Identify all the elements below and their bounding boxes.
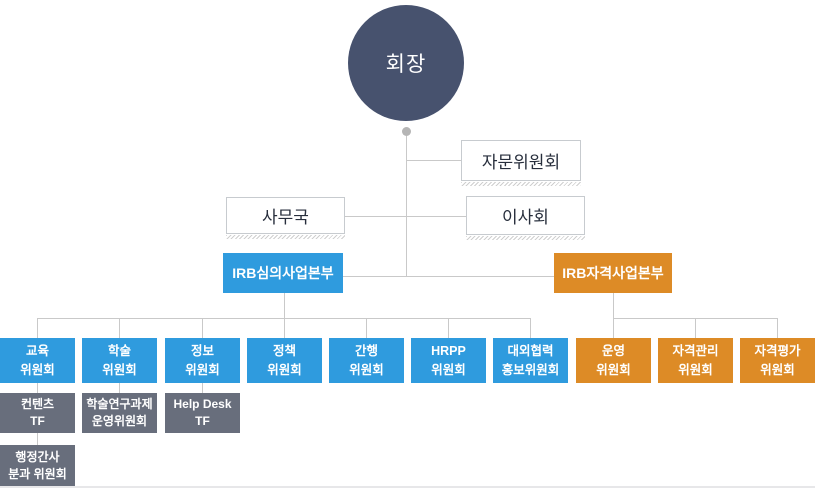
connector-stub xyxy=(284,318,285,338)
committee-label: 위원회 xyxy=(20,362,55,377)
committee-label: 위원회 xyxy=(349,362,384,377)
node-advisory-committee: 자문위원회 xyxy=(461,140,581,181)
committee-label: 간행 xyxy=(354,344,378,359)
node-irb-qualification-division: IRB자격사업본부 xyxy=(554,253,672,293)
connector-tf-stub xyxy=(37,383,38,393)
box-shadow-hatch xyxy=(461,182,581,186)
connector-advisory xyxy=(406,160,461,161)
connector-tf-stub xyxy=(202,383,203,393)
node-irb-review-division: IRB심의사업본부 xyxy=(223,253,343,293)
node-committee-academic: 학술 위원회 xyxy=(82,338,157,383)
node-board-of-directors: 이사회 xyxy=(466,196,585,235)
node-committee-hrpp: HRPP 위원회 xyxy=(411,338,486,383)
irb-qualification-division-label: IRB자격사업본부 xyxy=(562,265,664,281)
tf-label: TF xyxy=(195,414,210,428)
connector-review-drop xyxy=(284,293,285,318)
node-committee-information: 정보 위원회 xyxy=(165,338,240,383)
committee-label: 위원회 xyxy=(267,362,302,377)
connector-stub xyxy=(777,318,778,338)
node-committee-education: 교육 위원회 xyxy=(0,338,75,383)
box-shadow-hatch xyxy=(466,236,585,240)
node-committee-qualification-mgmt: 자격관리 위원회 xyxy=(658,338,733,383)
tf-label: 운영위원회 xyxy=(91,414,148,428)
node-committee-publication: 간행 위원회 xyxy=(329,338,404,383)
committee-label: 정보 xyxy=(190,344,214,359)
connector-stub xyxy=(37,318,38,338)
connector-stub xyxy=(202,318,203,338)
tf-label: 컨텐츠 xyxy=(20,397,55,412)
node-tf-contents: 컨텐츠 TF xyxy=(0,393,75,433)
connector-stub xyxy=(448,318,449,338)
committee-label: 교육 xyxy=(25,344,49,359)
node-committee-policy: 정책 위원회 xyxy=(247,338,322,383)
connector-divisions xyxy=(343,276,554,277)
node-admin-secretary-subcommittee: 행정간사 분과 위원회 xyxy=(0,445,75,486)
box-shadow-hatch xyxy=(226,235,345,239)
committee-label: 자격평가 xyxy=(754,344,801,359)
node-committee-external-pr: 대외협력 홍보위원회 xyxy=(493,338,568,383)
connector-dot xyxy=(402,127,411,136)
committee-label: 위원회 xyxy=(760,362,795,377)
tf-label: 분과 위원회 xyxy=(8,466,67,481)
connector-sub-stub xyxy=(37,433,38,445)
connector-tf-stub xyxy=(119,383,120,393)
connector-stub xyxy=(119,318,120,338)
connector-stub xyxy=(530,318,531,338)
committee-label: HRPP xyxy=(431,344,466,359)
secretariat-label: 사무국 xyxy=(262,208,309,227)
committee-label: 위원회 xyxy=(185,362,220,377)
connector-secretariat-board xyxy=(345,216,466,217)
node-tf-research-operation: 학술연구과제 운영위원회 xyxy=(82,393,157,433)
irb-review-division-label: IRB심의사업본부 xyxy=(232,265,334,281)
tf-label: 행정간사 xyxy=(15,449,60,464)
node-tf-help-desk: Help Desk TF xyxy=(165,393,240,433)
tf-label: Help Desk xyxy=(173,397,232,412)
node-committee-qualification-eval: 자격평가 위원회 xyxy=(740,338,815,383)
committee-label: 운영 xyxy=(601,344,625,359)
committee-label: 자격관리 xyxy=(672,344,719,359)
committee-label: 학술 xyxy=(107,344,131,359)
committee-label: 위원회 xyxy=(596,362,631,377)
tf-label: 학술연구과제 xyxy=(86,397,153,412)
connector-stub xyxy=(613,318,614,338)
node-secretariat: 사무국 xyxy=(226,197,345,234)
committee-label: 위원회 xyxy=(102,362,137,377)
committee-label: 정책 xyxy=(272,344,296,359)
node-chairman: 회장 xyxy=(348,5,464,121)
node-committee-operations: 운영 위원회 xyxy=(576,338,651,383)
chairman-label: 회장 xyxy=(385,53,427,76)
committee-label: 대외협력 xyxy=(507,344,554,359)
tf-label: TF xyxy=(30,414,45,428)
committee-label: 홍보위원회 xyxy=(501,362,560,377)
advisory-committee-label: 자문위원회 xyxy=(481,153,561,172)
connector-stub xyxy=(695,318,696,338)
committee-label: 위원회 xyxy=(431,362,466,377)
connector-trunk xyxy=(406,136,407,276)
connector-stub xyxy=(366,318,367,338)
connector-qualification-drop xyxy=(613,293,614,318)
committee-label: 위원회 xyxy=(678,362,713,377)
page-bottom-strip xyxy=(0,486,815,488)
board-of-directors-label: 이사회 xyxy=(502,208,549,227)
